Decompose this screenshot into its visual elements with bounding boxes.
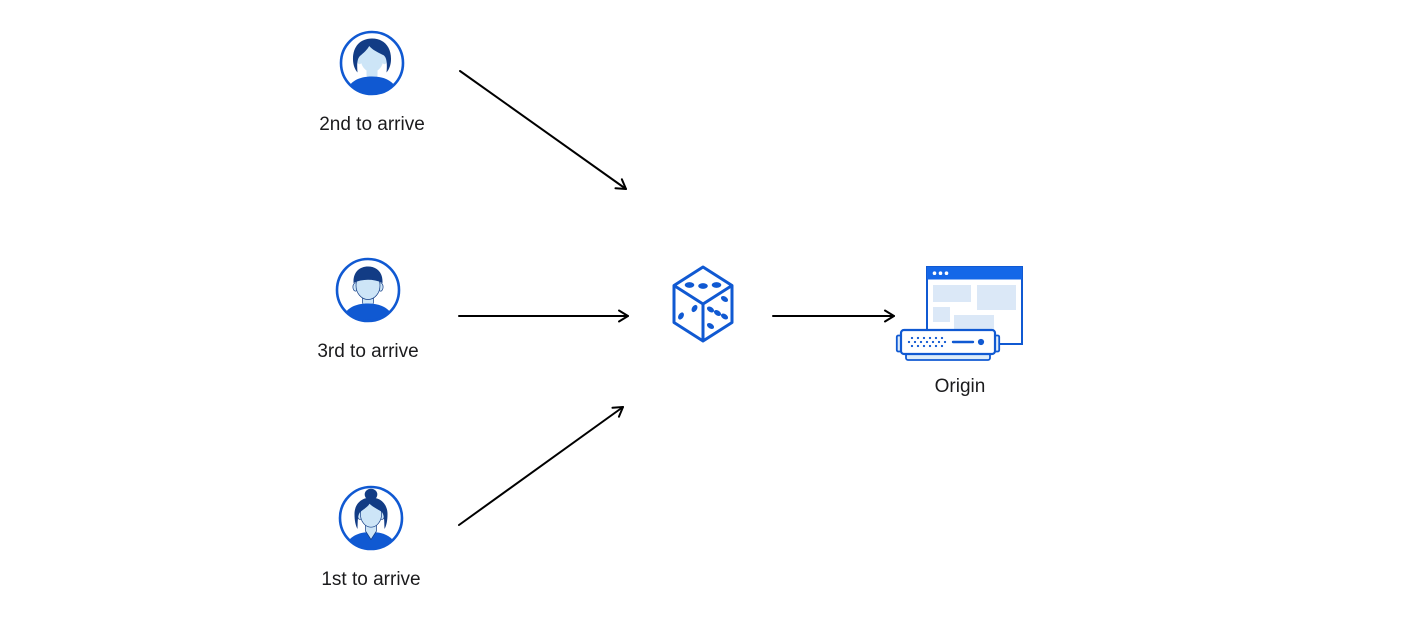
client-label-1st: 1st to arrive [321, 569, 421, 590]
dice-icon [672, 265, 734, 343]
browser-window-icon [926, 266, 1023, 345]
woman-bun-hair-avatar-icon [338, 485, 404, 551]
origin-label: Origin [934, 376, 986, 397]
client-node-1st: 1st to arrive [301, 484, 441, 591]
man-wavy-hair-avatar-icon [339, 30, 405, 96]
client-label-2nd: 2nd to arrive [319, 114, 425, 135]
randomizer-node [666, 262, 740, 346]
client-node-3rd: 3rd to arrive [298, 256, 438, 363]
server-icon [895, 328, 1001, 361]
origin-node: Origin [890, 258, 1030, 398]
arrow-client2-to-dice [459, 70, 627, 190]
client-node-2nd: 2nd to arrive [302, 29, 442, 136]
browser-window-and-server-icon [895, 266, 1023, 361]
server-vent-dots [907, 336, 947, 348]
man-short-hair-avatar-icon [335, 257, 401, 323]
arrow-client1-to-dice [458, 406, 624, 526]
client-label-3rd: 3rd to arrive [317, 341, 419, 362]
